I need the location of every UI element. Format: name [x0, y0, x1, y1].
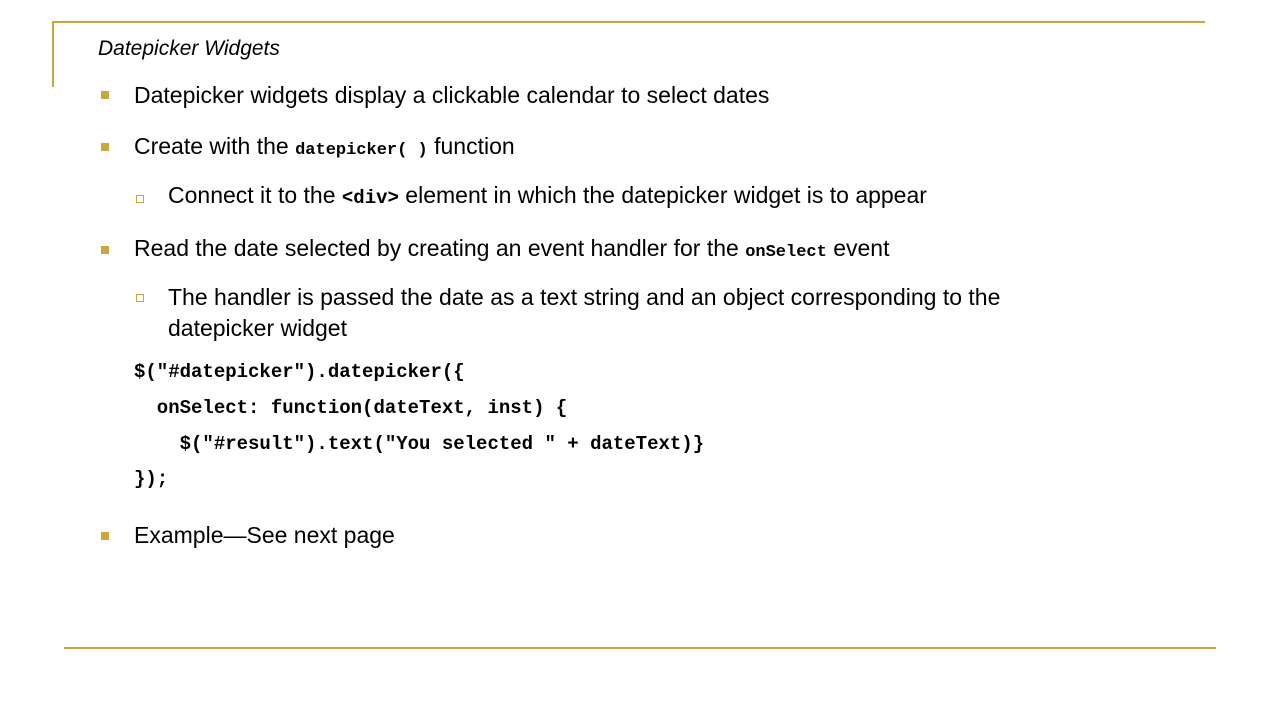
sub-bullet-handler-line2: datepicker widget — [168, 315, 347, 341]
sub-bullet-marker — [136, 294, 144, 302]
left-rule — [52, 21, 54, 87]
bullet-text: element in which the datepicker widget i… — [398, 182, 927, 208]
code-line-2: onSelect: function(dateText, inst) { — [134, 397, 568, 419]
code-line-4: }); — [134, 468, 169, 490]
bullet-datepicker-description: Datepicker widgets display a clickable c… — [134, 82, 770, 108]
top-rule — [52, 21, 1205, 23]
bullet-marker — [101, 143, 109, 151]
sub-bullet-connect-div: Connect it to the <div> element in which… — [168, 180, 927, 213]
code-line-1: $("#datepicker").datepicker({ — [134, 361, 465, 383]
code-line-3: $("#result").text("You selected " + date… — [134, 433, 705, 455]
bullet-example: Example—See next page — [134, 522, 395, 548]
bullet-text: function — [427, 133, 515, 159]
bullet-create-function: Create with the datepicker( ) function — [134, 131, 515, 166]
bullet-marker — [101, 246, 109, 254]
code-inline: <div> — [341, 187, 399, 209]
bullet-marker — [101, 91, 109, 99]
bullet-text: Connect it to the — [168, 182, 342, 208]
bullet-text: Create with the — [134, 133, 296, 159]
slide-title: Datepicker Widgets — [98, 37, 280, 60]
code-inline: onSelect — [745, 243, 827, 262]
code-inline: datepicker( ) — [295, 141, 428, 160]
bullet-read-date: Read the date selected by creating an ev… — [134, 233, 889, 268]
bullet-marker — [101, 532, 109, 540]
sub-bullet-marker — [136, 195, 144, 203]
bottom-rule — [64, 647, 1216, 649]
bullet-text: event — [826, 235, 890, 261]
sub-bullet-handler-line1: The handler is passed the date as a text… — [168, 284, 1001, 310]
bullet-text: Read the date selected by creating an ev… — [134, 235, 746, 261]
